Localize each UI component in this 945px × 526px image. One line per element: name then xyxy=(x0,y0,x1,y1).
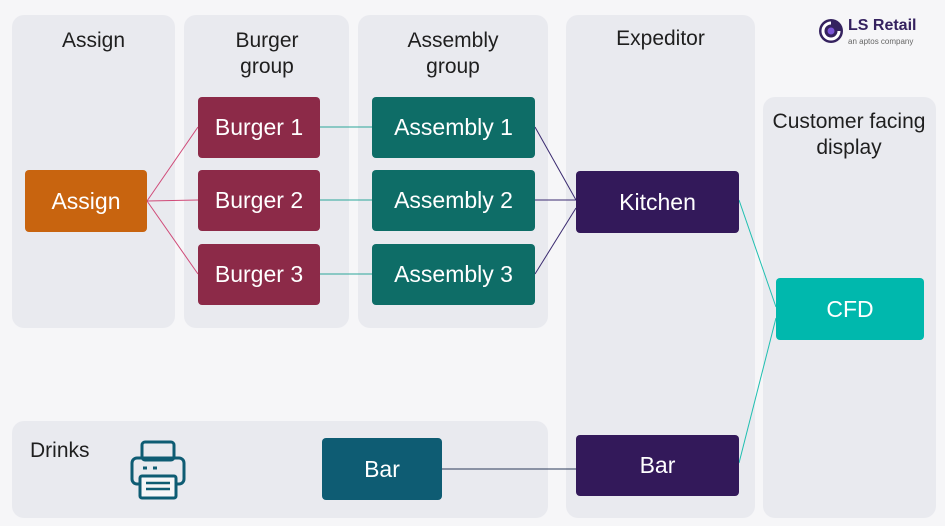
link-assembly3-kitchen xyxy=(534,207,577,275)
cfd-node[interactable]: CFD xyxy=(776,278,924,340)
ls-retail-logo-tagline: an aptos company xyxy=(848,37,914,46)
burger-1-node[interactable]: Burger 1 xyxy=(198,97,320,158)
assign-node[interactable]: Assign xyxy=(25,170,147,232)
burger-2-node[interactable]: Burger 2 xyxy=(198,170,320,231)
link-bar-cfd xyxy=(738,317,777,464)
printer-icon xyxy=(130,440,186,500)
bar-expeditor-node[interactable]: Bar xyxy=(576,435,739,496)
ls-retail-logo-name: LS Retail xyxy=(848,17,917,34)
ls-retail-logo-icon xyxy=(819,19,843,43)
assign-panel-title: Assign xyxy=(61,29,126,52)
bar-station-node[interactable]: Bar xyxy=(322,438,442,500)
ls-retail-logo: LS Retail an aptos company xyxy=(818,16,938,50)
assembly-group-panel-title: Assembly group xyxy=(407,29,499,78)
link-assign-burger3 xyxy=(146,200,199,275)
drinks-panel-title: Drinks xyxy=(30,439,90,462)
link-assign-burger2 xyxy=(146,199,199,202)
assembly-1-node[interactable]: Assembly 1 xyxy=(372,97,535,158)
link-assign-burger1 xyxy=(146,126,199,202)
burger-3-node[interactable]: Burger 3 xyxy=(198,244,320,305)
link-assembly1-kitchen xyxy=(534,126,577,201)
kitchen-node[interactable]: Kitchen xyxy=(576,171,739,233)
burger-group-panel-title: Burger group xyxy=(235,29,299,78)
assembly-3-node[interactable]: Assembly 3 xyxy=(372,244,535,305)
link-kitchen-cfd xyxy=(738,199,777,308)
expeditor-panel: Expeditor xyxy=(566,15,755,518)
assembly-2-node[interactable]: Assembly 2 xyxy=(372,170,535,231)
customer-display-panel-title: Customer facing display xyxy=(772,110,926,159)
expeditor-panel-title: Expeditor xyxy=(616,27,705,50)
